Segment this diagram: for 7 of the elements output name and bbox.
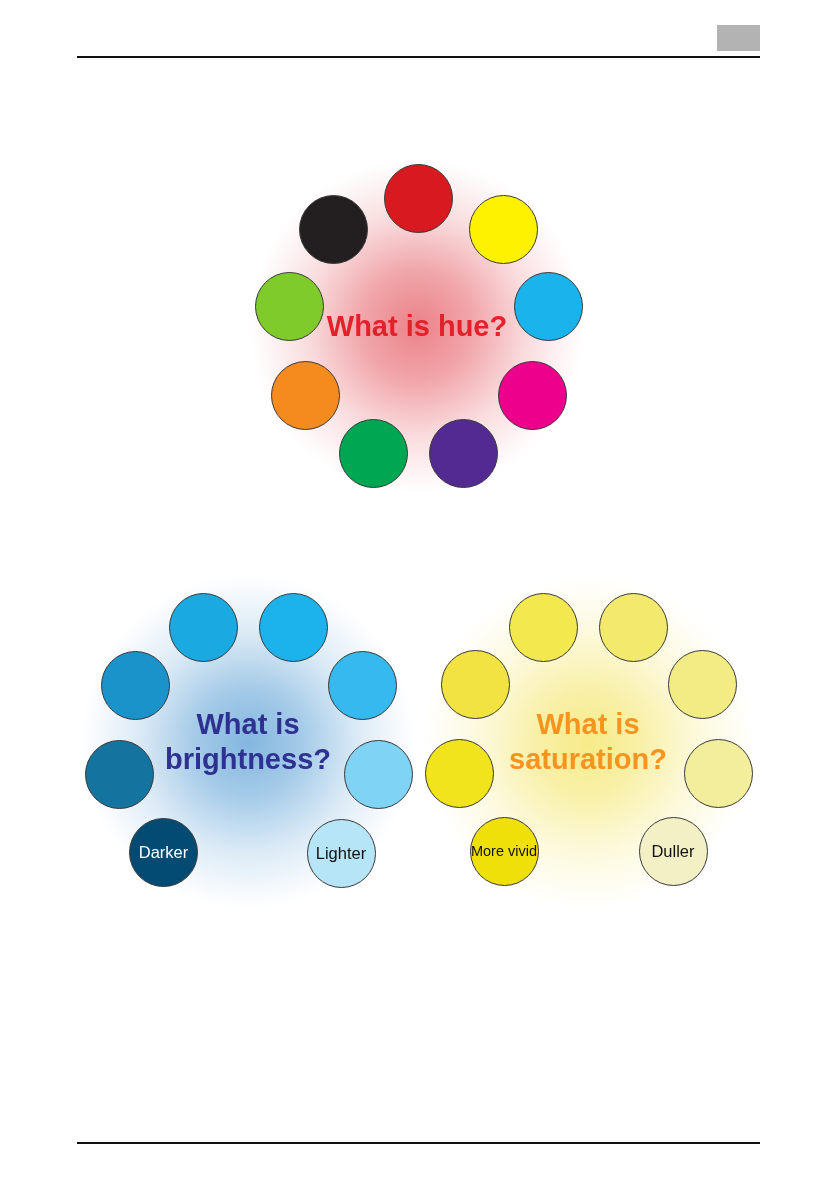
question-heading: What is brightness?	[164, 707, 332, 777]
question-heading: What is saturation?	[508, 707, 668, 777]
circle-label: More vivid	[470, 842, 538, 860]
circle-label: Darker	[138, 842, 189, 862]
circle-label: Duller	[651, 841, 695, 861]
circle-label: Lighter	[315, 843, 367, 863]
question-heading: What is hue?	[326, 308, 508, 344]
